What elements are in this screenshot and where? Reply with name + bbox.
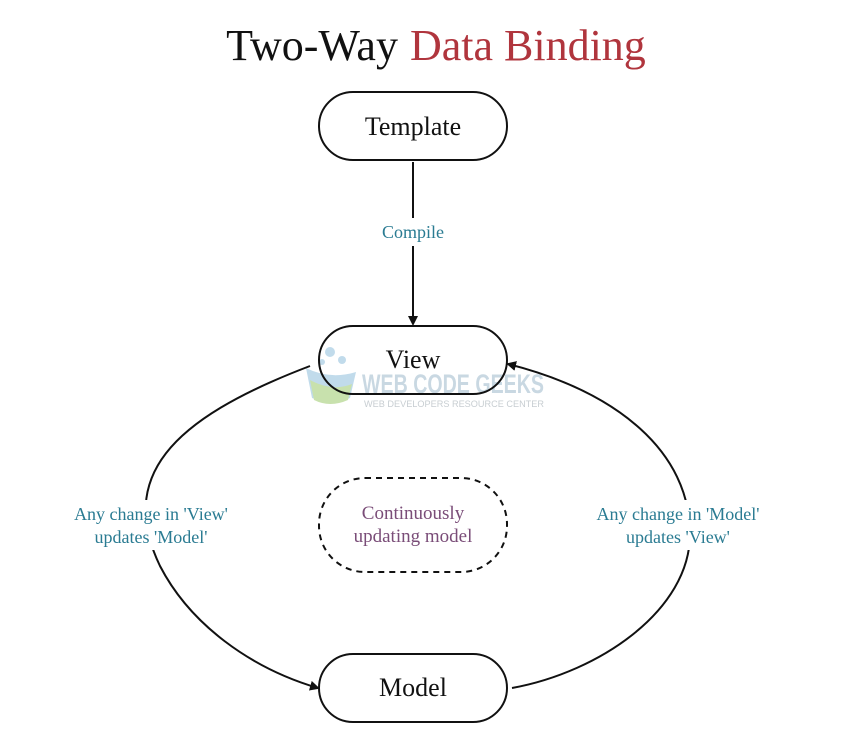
model-node: Model bbox=[318, 653, 508, 723]
view-node: View bbox=[318, 325, 508, 395]
left-edge-label-line-1: Any change in 'View' bbox=[74, 504, 228, 524]
center-state-node: Continuously updating model bbox=[318, 477, 508, 573]
center-node-line-2: updating model bbox=[354, 526, 473, 547]
template-node-label: Template bbox=[365, 112, 461, 141]
view-to-model-arrow bbox=[144, 365, 320, 691]
right-edge-label-second: updates 'View' bbox=[626, 527, 730, 547]
left-edge-label: Any change in 'View' bbox=[74, 504, 228, 524]
compile-label-bg bbox=[372, 218, 454, 246]
right-label-bg bbox=[576, 500, 780, 550]
view-node-label: View bbox=[386, 345, 441, 374]
right-edge-label: Any change in 'Model' bbox=[597, 504, 760, 524]
model-node-label: Model bbox=[379, 673, 447, 702]
template-node: Template bbox=[318, 91, 508, 161]
center-node-line-1: Continuously bbox=[362, 503, 465, 524]
left-label-bg bbox=[50, 500, 252, 550]
title-part-1: Two-Way bbox=[226, 21, 398, 70]
title-part-2: Data Binding bbox=[410, 21, 646, 70]
watermark-tagline: WEB DEVELOPERS RESOURCE CENTER bbox=[364, 399, 544, 409]
left-edge-label-second: updates 'Model' bbox=[95, 527, 208, 547]
compile-label: Compile bbox=[382, 222, 444, 242]
watermark-logo-icon bbox=[306, 347, 356, 404]
